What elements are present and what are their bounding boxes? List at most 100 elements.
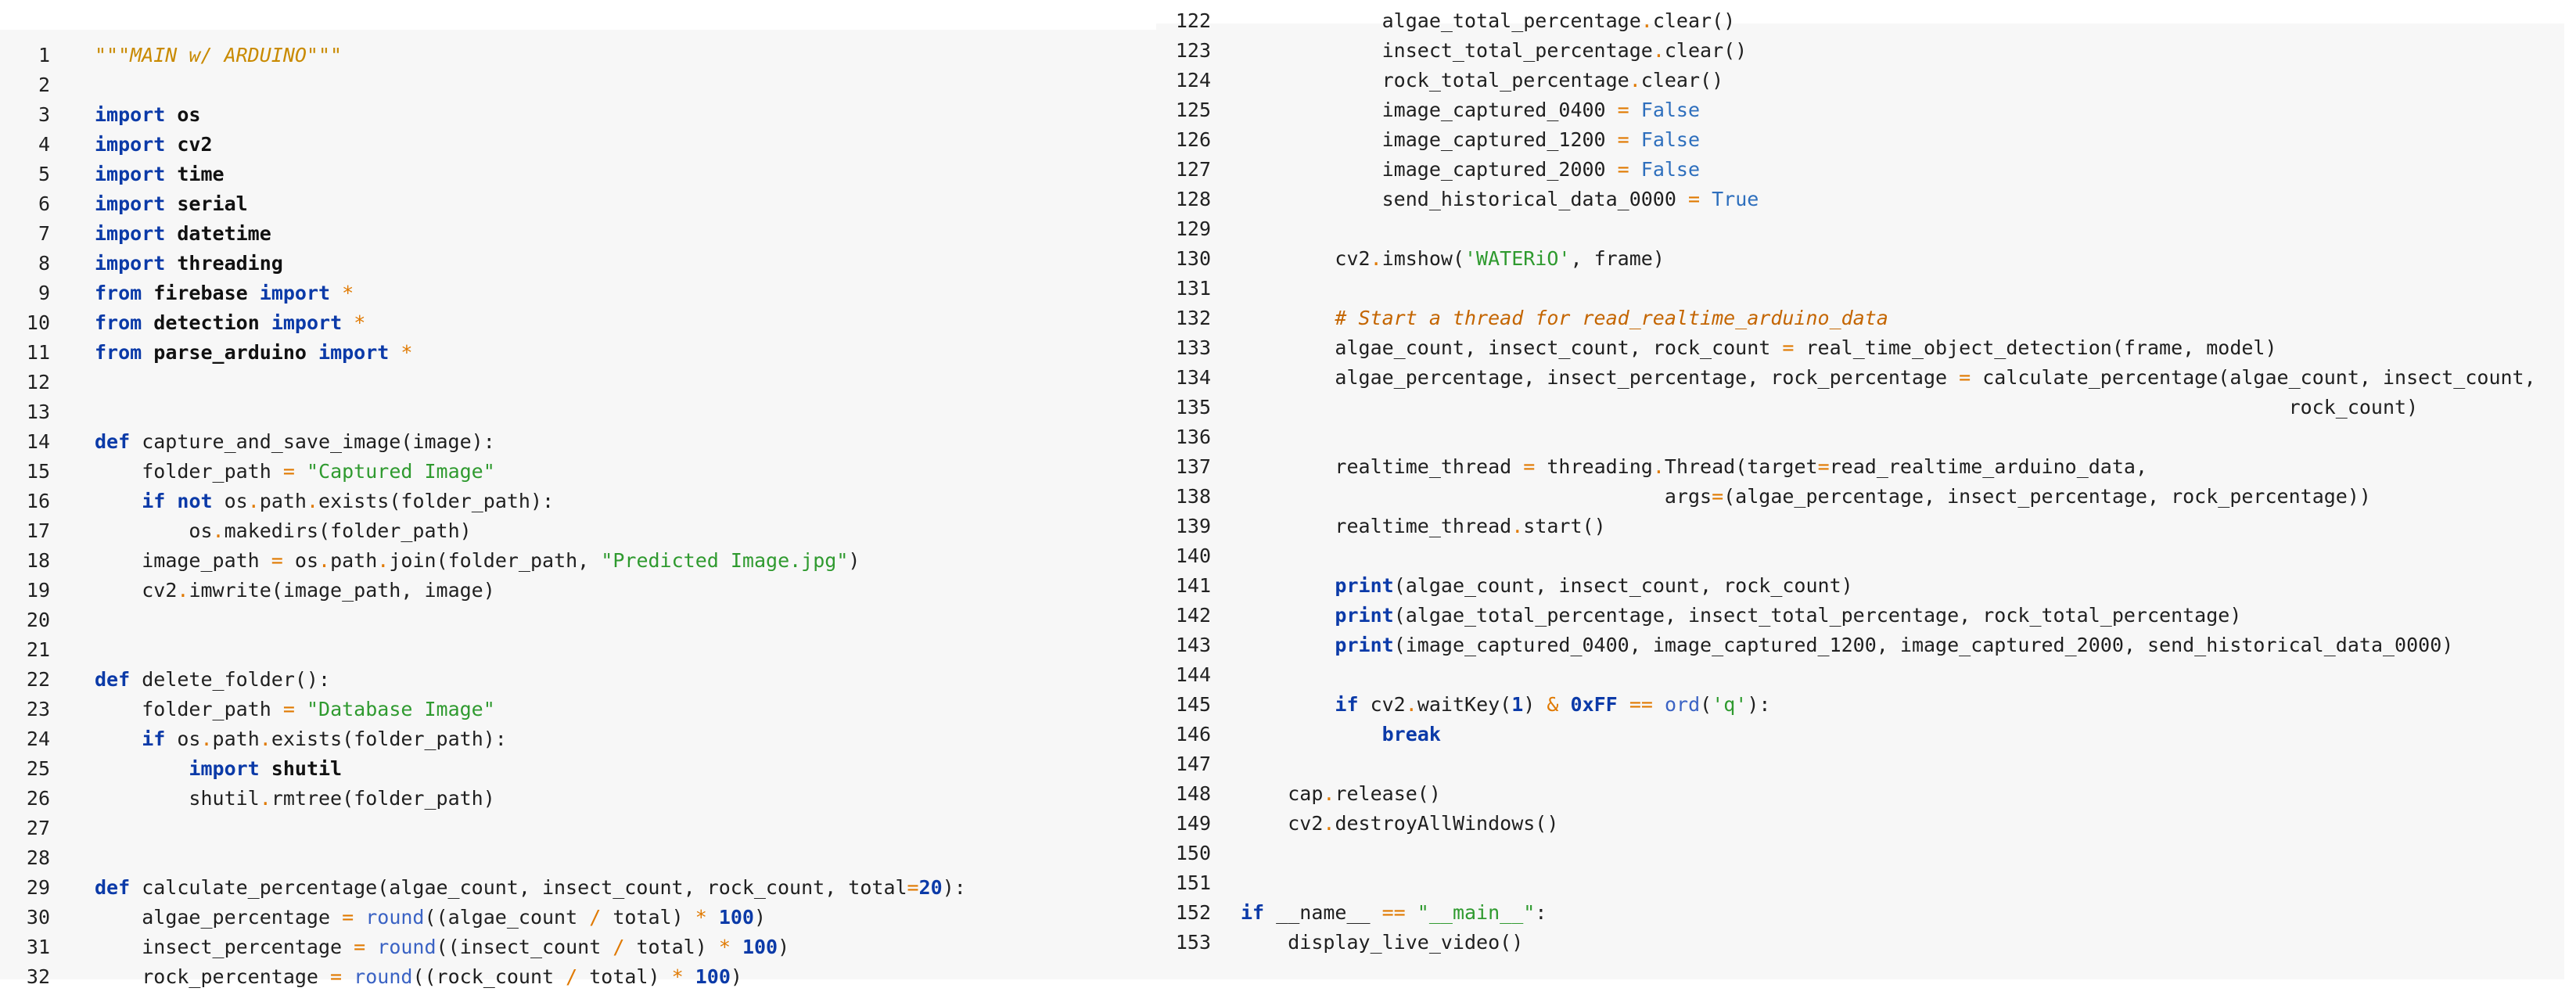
code-line[interactable]: 128 send_historical_data_0000 = True	[1156, 185, 2564, 214]
code-line[interactable]: 27	[0, 814, 1156, 843]
code-line[interactable]: 137 realtime_thread = threading.Thread(t…	[1156, 452, 2564, 482]
code-line[interactable]: 18 image_path = os.path.join(folder_path…	[0, 546, 1156, 576]
code-line[interactable]: 32 rock_percentage = round((rock_count /…	[0, 962, 1156, 992]
code-line[interactable]: 25 import shutil	[0, 754, 1156, 784]
code-line[interactable]: 145 if cv2.waitKey(1) & 0xFF == ord('q')…	[1156, 690, 2564, 720]
code-token: """MAIN w/ ARDUINO"""	[95, 44, 343, 66]
code-line[interactable]: 13	[0, 397, 1156, 427]
code-token: path	[212, 728, 260, 750]
code-line[interactable]: 133 algae_count, insect_count, rock_coun…	[1156, 333, 2564, 363]
code-token: =	[1617, 158, 1629, 181]
code-line[interactable]: 138 args=(algae_percentage, insect_perce…	[1156, 482, 2564, 512]
code-line[interactable]: 142 print(algae_total_percentage, insect…	[1156, 601, 2564, 631]
code-token: rock_percentage	[142, 965, 331, 988]
code-line[interactable]: 146 break	[1156, 720, 2564, 749]
code-line[interactable]: 148 cap.release()	[1156, 779, 2564, 809]
line-number: 152	[1175, 901, 1211, 924]
code-line[interactable]: 136	[1156, 422, 2564, 452]
line-number: 131	[1175, 277, 1211, 300]
line-number: 30	[26, 906, 50, 929]
line-number: 146	[1175, 723, 1211, 746]
line-source: folder_path = "Database Image"	[95, 695, 495, 724]
code-line[interactable]: 16 if not os.path.exists(folder_path):	[0, 487, 1156, 516]
code-line[interactable]: 130 cv2.imshow('WATERiO', frame)	[1156, 244, 2564, 274]
code-line[interactable]: 126 image_captured_1200 = False	[1156, 125, 2564, 155]
code-token: total)	[601, 906, 695, 929]
code-line[interactable]: 150	[1156, 839, 2564, 868]
line-number: 145	[1175, 693, 1211, 716]
code-token	[295, 460, 307, 483]
code-token: False	[1640, 128, 1701, 151]
code-token: .	[306, 490, 319, 512]
code-line[interactable]: 135 rock_count)	[1156, 393, 2564, 422]
code-token: =	[1959, 366, 1971, 389]
code-line[interactable]: 131	[1156, 274, 2564, 304]
code-line[interactable]: 17 os.makedirs(folder_path)	[0, 516, 1156, 546]
code-token	[165, 103, 177, 126]
code-token: =	[354, 936, 366, 958]
code-line[interactable]: 15 folder_path = "Captured Image"	[0, 457, 1156, 487]
code-line[interactable]: 2	[0, 70, 1156, 100]
code-line[interactable]: 19 cv2.imwrite(image_path, image)	[0, 576, 1156, 605]
code-line[interactable]: 20	[0, 605, 1156, 635]
code-line[interactable]: 24 if os.path.exists(folder_path):	[0, 724, 1156, 754]
code-line[interactable]: 143 print(image_captured_0400, image_cap…	[1156, 631, 2564, 660]
line-source: send_historical_data_0000 = True	[1241, 185, 1759, 214]
code-token	[1618, 693, 1629, 716]
code-line[interactable]: 26 shutil.rmtree(folder_path)	[0, 784, 1156, 814]
code-line[interactable]: 21	[0, 635, 1156, 665]
code-line[interactable]: 124 rock_total_percentage.clear()	[1156, 66, 2564, 95]
code-token: )	[1523, 693, 1547, 716]
code-token: )	[730, 965, 742, 988]
code-token: .	[1370, 247, 1382, 270]
code-line[interactable]: 144	[1156, 660, 2564, 690]
code-line[interactable]: 28	[0, 843, 1156, 873]
code-line[interactable]: 12	[0, 368, 1156, 397]
code-lines-right: 122 algae_total_percentage.clear()123 in…	[1156, 6, 2564, 957]
code-line[interactable]: 122 algae_total_percentage.clear()	[1156, 6, 2564, 36]
code-token: serial	[177, 192, 248, 215]
code-line[interactable]: 147	[1156, 749, 2564, 779]
code-line[interactable]: 141 print(algae_count, insect_count, roc…	[1156, 571, 2564, 601]
code-token: cv2	[1335, 247, 1371, 270]
code-line[interactable]: 140	[1156, 541, 2564, 571]
line-number: 26	[26, 787, 50, 810]
code-line[interactable]: 31 insect_percentage = round((insect_cou…	[0, 932, 1156, 962]
code-token: datetime	[177, 222, 271, 245]
code-token: 100	[695, 965, 731, 988]
code-line[interactable]: 132 # Start a thread for read_realtime_a…	[1156, 304, 2564, 333]
code-line[interactable]: 30 algae_percentage = round((algae_count…	[0, 903, 1156, 932]
code-token: cv2	[142, 579, 178, 602]
code-line[interactable]: 139 realtime_thread.start()	[1156, 512, 2564, 541]
code-line[interactable]: 151	[1156, 868, 2564, 898]
code-token: .	[1629, 69, 1641, 92]
code-line[interactable]: 23 folder_path = "Database Image"	[0, 695, 1156, 724]
code-line[interactable]: 125 image_captured_0400 = False	[1156, 95, 2564, 125]
code-line[interactable]: 153 display_live_video()	[1156, 928, 2564, 957]
code-line[interactable]: 123 insect_total_percentage.clear()	[1156, 36, 2564, 66]
code-line[interactable]: 129	[1156, 214, 2564, 244]
line-source: rock_count)	[1241, 393, 2419, 422]
code-line[interactable]: 127 image_captured_2000 = False	[1156, 155, 2564, 185]
code-token	[707, 906, 719, 929]
code-line[interactable]: 1"""MAIN w/ ARDUINO"""	[0, 41, 1156, 70]
code-editor-right[interactable]: 122 algae_total_percentage.clear()123 in…	[1156, 9, 2564, 979]
code-token: capture_and_save_image(image):	[130, 430, 495, 453]
code-line[interactable]: 149 cv2.destroyAllWindows()	[1156, 809, 2564, 839]
code-line[interactable]: 134 algae_percentage, insect_percentage,…	[1156, 363, 2564, 393]
line-number: 12	[26, 371, 50, 393]
